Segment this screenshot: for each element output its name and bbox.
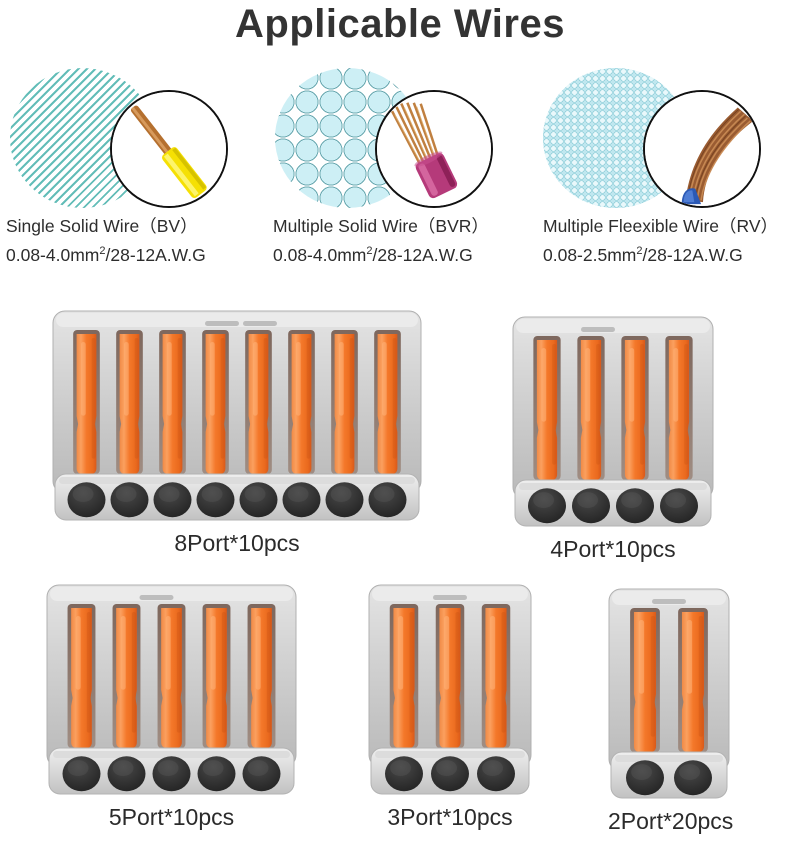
connector-4-port[interactable]: 4Port*10pcs (512, 316, 714, 563)
wire-type-name: Multiple Solid Wire（BVR） (273, 216, 489, 236)
multiple-solid-wire-icon (375, 90, 493, 208)
spec-prefix: 0.08-4.0mm (273, 244, 367, 265)
wire-caption: Single Solid Wire（BV） 0.08-4.0mm2/28-12A… (6, 214, 274, 268)
spec-suffix: /28-12A.W.G (642, 244, 743, 265)
spec-superscript: 2 (366, 245, 373, 257)
spec-superscript: 2 (636, 245, 643, 257)
multiple-flexible-wire-icon (643, 90, 761, 208)
wire-type-card-multiple-solid: Multiple Solid Wire（BVR） 0.08-4.0mm2/28-… (267, 62, 537, 277)
wire-type-spec: 0.08-4.0mm2/28-12A.W.G (273, 238, 541, 268)
connector-image (368, 584, 532, 798)
applicable-wires-section: Single Solid Wire（BV） 0.08-4.0mm2/28-12A… (0, 62, 800, 277)
connector-image (608, 588, 733, 802)
connector-8-port[interactable]: 8Port*10pcs (52, 310, 422, 557)
connector-2-port[interactable]: 2Port*20pcs (608, 588, 733, 835)
spec-suffix: /28-12A.W.G (105, 244, 206, 265)
connector-label: 3Port*10pcs (387, 804, 513, 830)
wire-type-card-single-solid: Single Solid Wire（BV） 0.08-4.0mm2/28-12A… (2, 62, 272, 277)
connector-label: 2Port*20pcs (608, 808, 734, 834)
connector-image (46, 584, 297, 798)
single-solid-wire-icon (110, 90, 228, 208)
spec-prefix: 0.08-4.0mm (6, 244, 100, 265)
spec-prefix: 0.08-2.5mm (543, 244, 637, 265)
connector-3-port[interactable]: 3Port*10pcs (368, 584, 532, 831)
connector-label: 4Port*10pcs (550, 536, 676, 562)
wire-type-card-multiple-flexible: Multiple Fleexible Wire（RV） 0.08-2.5mm2/… (535, 62, 800, 277)
wire-type-name: Multiple Fleexible Wire（RV） (543, 216, 779, 236)
wire-type-spec: 0.08-2.5mm2/28-12A.W.G (543, 238, 800, 268)
tiny-circles-pattern (543, 68, 688, 208)
wire-type-name: Single Solid Wire（BV） (6, 216, 198, 236)
spec-superscript: 2 (99, 245, 106, 257)
page-title: Applicable Wires (235, 2, 565, 46)
wire-figure (2, 62, 272, 212)
wire-figure (535, 62, 800, 212)
wire-caption: Multiple Fleexible Wire（RV） 0.08-2.5mm2/… (543, 214, 800, 268)
spec-suffix: /28-12A.W.G (372, 244, 473, 265)
connector-5-port[interactable]: 5Port*10pcs (46, 584, 297, 831)
connector-label: 5Port*10pcs (108, 804, 235, 830)
wire-figure (267, 62, 537, 212)
connector-image (52, 310, 422, 524)
connector-image (512, 316, 714, 530)
connector-label: 8Port*10pcs (174, 530, 300, 556)
wire-caption: Multiple Solid Wire（BVR） 0.08-4.0mm2/28-… (273, 214, 541, 268)
wire-type-spec: 0.08-4.0mm2/28-12A.W.G (6, 238, 274, 268)
